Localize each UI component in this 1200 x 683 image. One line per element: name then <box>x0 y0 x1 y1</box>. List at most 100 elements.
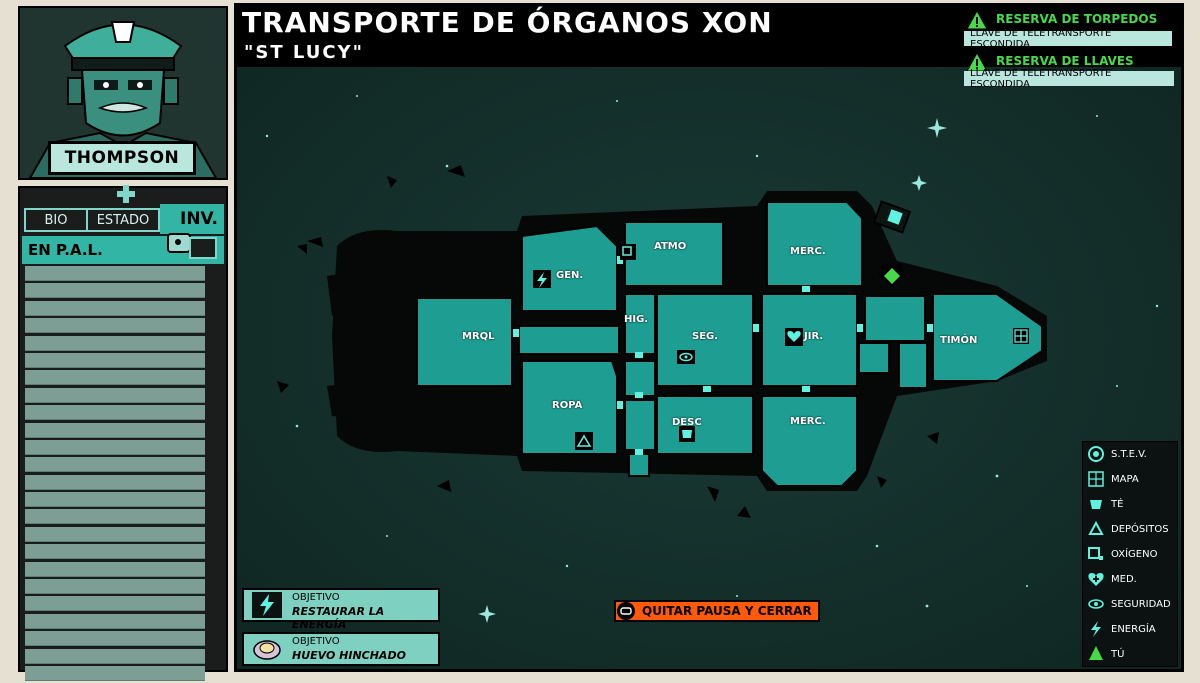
recycle-icon <box>1088 520 1104 535</box>
warning-icon <box>966 10 988 30</box>
legend-label: TÚ <box>1111 648 1125 660</box>
energy-icon <box>252 592 282 618</box>
tab-bio[interactable]: BIO <box>24 208 86 232</box>
list-item[interactable] <box>25 335 205 351</box>
legend-label: ENERGÍA <box>1111 623 1156 635</box>
tea-icon <box>1090 500 1102 509</box>
list-item[interactable] <box>25 509 205 525</box>
objective-title: OBJETIVO <box>292 592 340 603</box>
legend-label: MED. <box>1111 573 1137 585</box>
torpedo-reserve-label: RESERVA DE TORPEDOS <box>996 12 1158 26</box>
eye-icon <box>1088 599 1104 609</box>
legend-label: SEGURIDAD <box>1111 598 1171 610</box>
list-item[interactable] <box>25 370 205 386</box>
objective-energy[interactable]: OBJETIVO RESTAURAR LA ENERGÍA <box>242 588 440 631</box>
map-panel <box>234 3 1184 672</box>
quit-pause-button[interactable]: QUITAR PAUSA Y CERRAR <box>614 600 820 622</box>
egg-icon <box>253 640 281 660</box>
list-item[interactable] <box>25 526 205 542</box>
room-small-4 <box>624 399 656 451</box>
list-item[interactable] <box>25 648 205 664</box>
objective-egg[interactable]: OBJETIVO HUEVO HINCHADO <box>242 632 440 666</box>
you-icon <box>1089 646 1103 660</box>
legend-item-tea[interactable]: TÉ <box>1087 494 1123 514</box>
room-atmo <box>624 221 724 287</box>
room-label-jir: JIR. <box>804 331 824 342</box>
room-small-3 <box>624 360 656 397</box>
list-item[interactable] <box>25 405 205 421</box>
legend-item-you[interactable]: TÚ <box>1087 644 1124 664</box>
legend-item-energy[interactable]: ENERGÍA <box>1087 619 1156 639</box>
room-label-merc-bottom: MERC. <box>790 416 826 427</box>
teleporter-icon <box>872 200 912 234</box>
character-name: THOMPSON <box>48 141 196 175</box>
list-item[interactable] <box>25 300 205 316</box>
room-desc <box>656 395 754 455</box>
list-item[interactable] <box>25 266 205 281</box>
list-item[interactable] <box>25 318 205 334</box>
list-item[interactable] <box>25 544 205 560</box>
energy-icon <box>533 270 551 288</box>
room-label-ropa: ROPA <box>552 400 583 411</box>
you-icon <box>879 264 905 288</box>
list-item[interactable] <box>25 474 205 490</box>
tab-inv[interactable]: INV. <box>160 204 224 234</box>
controller-icon <box>617 602 635 620</box>
list-item[interactable] <box>25 492 205 508</box>
list-item[interactable] <box>25 352 205 368</box>
pal-list <box>25 266 205 683</box>
room-gen <box>521 224 618 312</box>
stev-icon <box>1088 446 1104 462</box>
recycle-icon <box>575 432 593 450</box>
room-label-desc: DESC <box>672 417 702 428</box>
robot-icon <box>167 233 217 259</box>
key-reserve-label: RESERVA DE LLAVES <box>996 54 1134 68</box>
list-item[interactable] <box>25 579 205 595</box>
objective-title: OBJETIVO <box>292 636 340 647</box>
map-legend: S.T.E.V. MAPA TÉ DEPÓSITOS OXÍGENO MED. … <box>1082 441 1178 667</box>
room-small <box>858 342 890 374</box>
tab-estado[interactable]: ESTADO <box>86 208 160 232</box>
list-item[interactable] <box>25 283 205 299</box>
legend-label: MAPA <box>1111 473 1139 485</box>
room-timon <box>932 293 1043 382</box>
eye-icon <box>677 350 695 364</box>
ship-map <box>237 6 1181 669</box>
legend-item-map[interactable]: MAPA <box>1087 469 1139 489</box>
debris <box>277 165 939 518</box>
ship-title: TRANSPORTE DE ÓRGANOS XON <box>242 6 773 39</box>
legend-item-stev[interactable]: S.T.E.V. <box>1087 444 1147 464</box>
room-label-atmo: ATMO <box>654 241 687 252</box>
legend-label: TÉ <box>1111 498 1124 510</box>
room-merc-top <box>766 201 863 287</box>
legend-label: DEPÓSITOS <box>1111 523 1169 535</box>
legend-item-deposits[interactable]: DEPÓSITOS <box>1087 519 1169 539</box>
list-item[interactable] <box>25 387 205 403</box>
room-small-2 <box>898 342 928 389</box>
key-reserve-value: LLAVE DE TELETRANSPORTE ESCONDIDA <box>964 68 1174 90</box>
legend-item-oxygen[interactable]: OXÍGENO <box>1087 544 1157 564</box>
legend-label: OXÍGENO <box>1111 548 1158 560</box>
legend-label: S.T.E.V. <box>1111 448 1147 460</box>
room-seg <box>656 293 754 387</box>
list-item[interactable] <box>25 665 205 681</box>
legend-item-security[interactable]: SEGURIDAD <box>1087 594 1171 614</box>
list-item[interactable] <box>25 457 205 473</box>
room-ropa <box>521 360 618 455</box>
oxygen-icon <box>620 244 636 260</box>
room-label-seg: SEG. <box>692 331 719 342</box>
list-item[interactable] <box>25 596 205 612</box>
list-item[interactable] <box>25 561 205 577</box>
torpedo-reserve-value: LLAVE DE TELETRANSPORTE ESCONDIDA <box>964 28 1172 50</box>
tea-icon <box>679 426 695 442</box>
list-item[interactable] <box>25 439 205 455</box>
medical-icon <box>1088 573 1104 586</box>
legend-item-medical[interactable]: MED. <box>1087 569 1137 589</box>
energy-icon <box>1091 621 1101 637</box>
room-corridor <box>518 325 620 355</box>
list-item[interactable] <box>25 422 205 438</box>
list-item[interactable] <box>25 613 205 629</box>
medical-icon <box>785 328 803 346</box>
room-corridor-2 <box>864 295 926 342</box>
list-item[interactable] <box>25 631 205 647</box>
